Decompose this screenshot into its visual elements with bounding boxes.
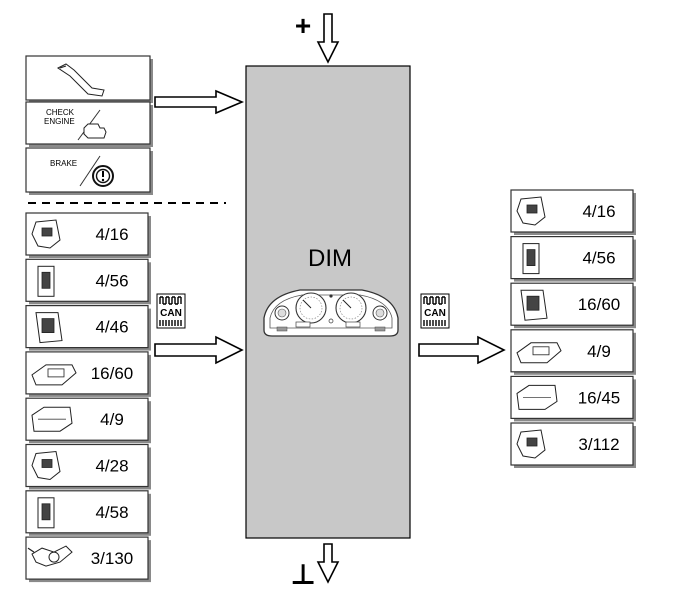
left-module-label: 4/16 <box>95 225 128 244</box>
steering-switch-icon <box>27 545 73 567</box>
engine-label: ENGINE <box>44 117 75 126</box>
right-can-arrow-icon <box>418 335 506 365</box>
right-module: 16/60 <box>510 282 636 329</box>
ground-arrow-icon <box>316 543 340 584</box>
brake-label: BRAKE <box>50 159 77 168</box>
right-module-label: 4/9 <box>587 342 611 361</box>
right-module-label: 4/16 <box>582 202 615 221</box>
left-module-label: 4/58 <box>95 503 128 522</box>
control-unit-icon <box>522 243 540 275</box>
left-module-label: 16/60 <box>91 364 134 383</box>
control-unit-icon <box>31 406 73 432</box>
right-module-label: 4/56 <box>582 249 615 268</box>
control-unit-icon <box>31 364 77 386</box>
left-can-arrow-icon <box>154 335 244 365</box>
right-module: 16/45 <box>510 375 636 422</box>
left-module: 4/16 <box>25 212 151 258</box>
left-module: 4/56 <box>25 258 151 305</box>
left-module-label: 4/9 <box>100 410 124 429</box>
control-unit-icon <box>37 265 55 297</box>
indicator-module-parking-brake <box>25 55 153 103</box>
left-module: 16/60 <box>25 351 151 397</box>
left-module-label: 4/28 <box>95 457 128 476</box>
instrument-cluster-icon <box>263 289 399 337</box>
control-unit-icon <box>516 429 546 459</box>
check-label: CHECK <box>46 108 75 117</box>
indicator-module-check-engine: CHECK ENGINE <box>25 101 153 147</box>
indicator-module-brake: BRAKE <box>25 147 153 195</box>
control-unit-icon <box>520 289 548 321</box>
left-module: 4/46 <box>25 305 151 351</box>
left-module-label: 3/130 <box>91 549 134 568</box>
right-module-label: 3/112 <box>578 435 619 454</box>
left-indicator-group: CHECK ENGINE BRAKE <box>25 55 153 195</box>
dim-module: DIM <box>245 65 411 539</box>
brake-warning-icon <box>92 165 114 187</box>
power-arrow-icon <box>316 13 340 64</box>
control-unit-icon <box>516 342 562 364</box>
right-can-label: CAN <box>420 293 450 329</box>
ground-symbol: ⊥ <box>290 558 316 591</box>
left-module-label: 4/46 <box>95 318 128 337</box>
left-can-text: CAN <box>160 308 182 319</box>
check-engine-icon <box>83 123 107 139</box>
right-module: 3/112 <box>510 422 636 468</box>
ground-connection: ⊥ <box>290 543 340 591</box>
dim-label: DIM <box>308 245 352 272</box>
control-unit-icon <box>516 384 558 410</box>
right-module: 4/9 <box>510 329 636 375</box>
left-module: 4/58 <box>25 490 151 536</box>
control-unit-icon <box>516 196 546 226</box>
left-module: 3/130 <box>25 536 151 583</box>
right-module-label: 16/60 <box>578 295 621 314</box>
parking-brake-lever-icon <box>57 63 105 97</box>
control-unit-icon <box>31 219 61 249</box>
power-supply: + <box>295 10 340 64</box>
left-module: 4/9 <box>25 397 151 444</box>
right-module: 4/16 <box>510 189 636 235</box>
left-can-label: CAN <box>156 293 186 329</box>
left-module-list: 4/16 4/56 4/46 16/60 4/9 4/28 4/58 3/130 <box>25 212 151 583</box>
left-module-label: 4/56 <box>95 271 128 290</box>
plus-symbol: + <box>295 10 311 41</box>
indicator-input-arrow-icon <box>154 89 245 115</box>
control-unit-icon <box>35 312 63 344</box>
right-can-text: CAN <box>424 308 446 319</box>
right-module: 4/56 <box>510 236 636 282</box>
right-module-list: 4/16 4/56 16/60 4/9 16/45 3/112 <box>510 189 636 468</box>
right-module-label: 16/45 <box>578 388 621 407</box>
left-module: 4/28 <box>25 443 151 490</box>
control-unit-icon <box>37 497 55 529</box>
control-unit-icon <box>31 450 61 481</box>
